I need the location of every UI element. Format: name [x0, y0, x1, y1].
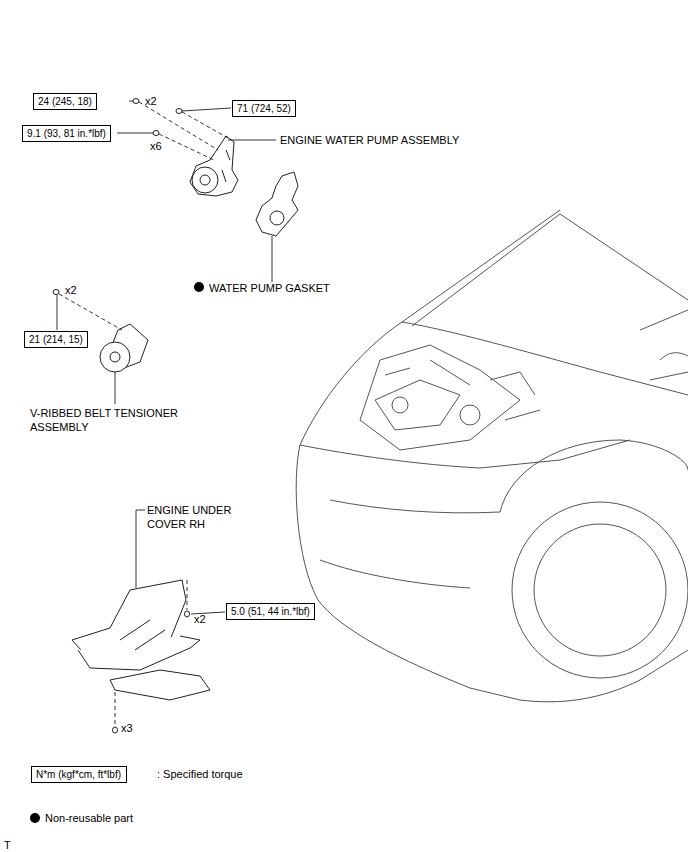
- legend-note: : Specified torque: [157, 767, 243, 781]
- figure-code: T: [4, 838, 11, 852]
- part-name: ENGINE WATER PUMP ASSEMBLY: [280, 133, 459, 147]
- torque-box: 21 (214, 15): [24, 331, 88, 348]
- torque-box: 5.0 (51, 44 in.*lbf): [226, 603, 315, 620]
- quantity: x6: [150, 139, 162, 153]
- torque-box: 24 (245, 18): [33, 93, 97, 110]
- part-name: ENGINE UNDER COVER RH: [147, 503, 252, 531]
- torque-value: N*m (kgf*cm, ft*lbf): [36, 769, 121, 780]
- quantity: x2: [145, 94, 157, 108]
- part-name: WATER PUMP GASKET: [209, 281, 330, 295]
- torque-value: 21 (214, 15): [29, 334, 83, 345]
- quantity: x2: [65, 283, 77, 297]
- torque-value: 9.1 (93, 81 in.*lbf): [27, 128, 106, 139]
- torque-value: 24 (245, 18): [38, 96, 92, 107]
- torque-box: N*m (kgf*cm, ft*lbf): [31, 766, 127, 783]
- legend-text: Non-reusable part: [45, 811, 133, 825]
- torque-box: 71 (724, 52): [232, 100, 296, 117]
- legend-swatch: [29, 812, 41, 824]
- non-reusable-dot: [30, 813, 40, 823]
- quantity: x3: [121, 721, 133, 735]
- torque-box: 9.1 (93, 81 in.*lbf): [22, 125, 111, 142]
- torque-value: 71 (724, 52): [237, 103, 291, 114]
- legend-entry: Non-reusable part: [29, 811, 133, 825]
- part-name: V-RIBBED BELT TENSIONER ASSEMBLY: [30, 406, 210, 434]
- torque-value: 5.0 (51, 44 in.*lbf): [231, 606, 310, 617]
- quantity: x2: [194, 612, 206, 626]
